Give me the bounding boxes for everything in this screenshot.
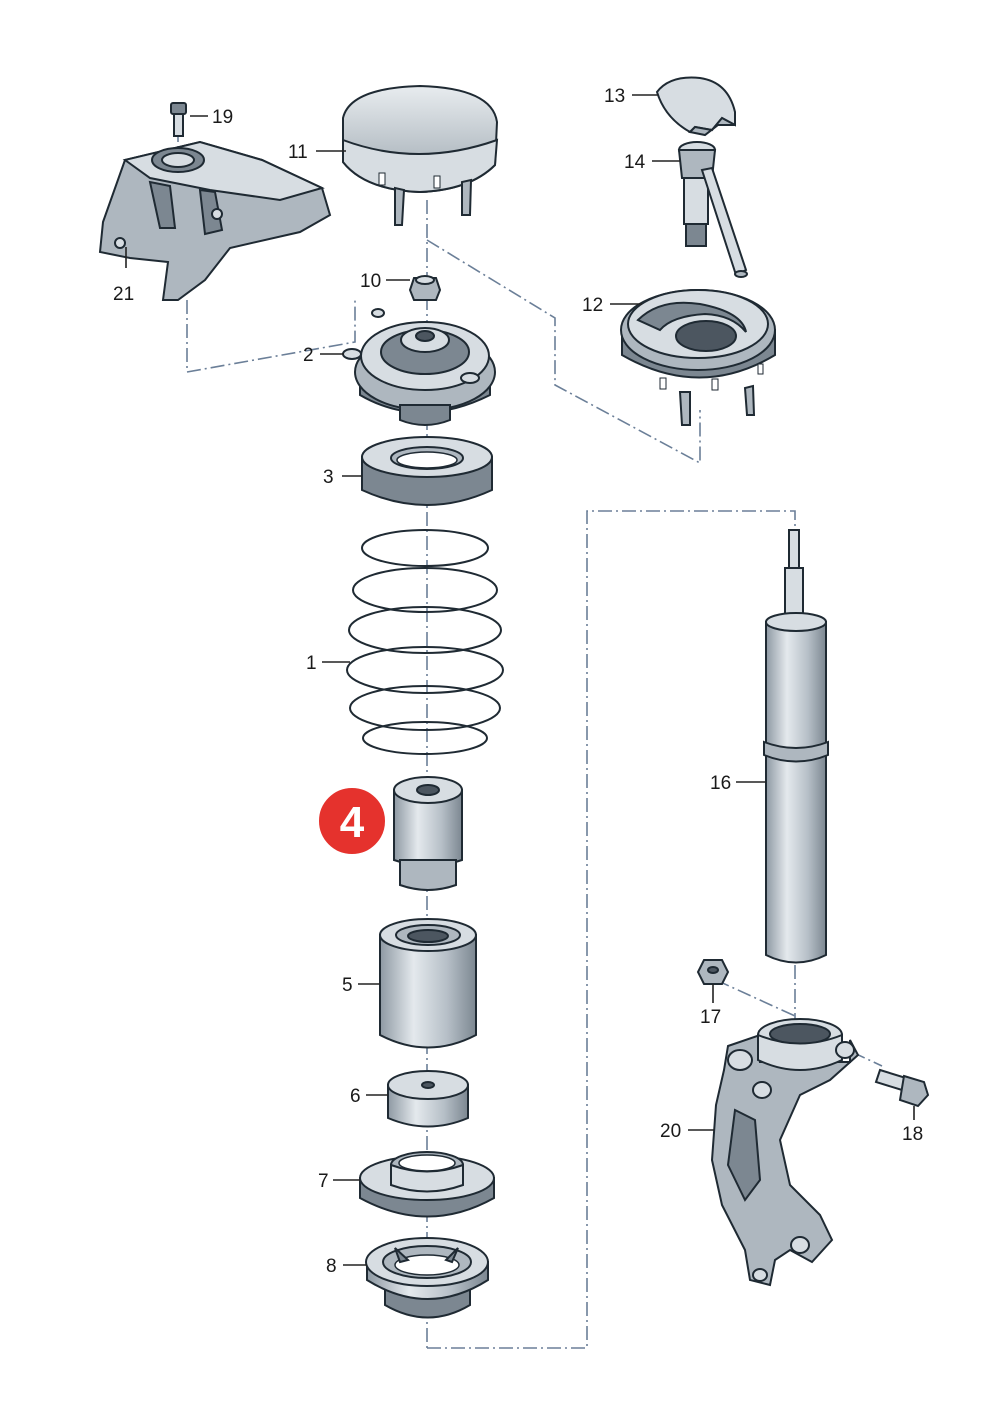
part-12-support-cap[interactable] [620,289,776,426]
label-part-21[interactable]: 21 [113,284,134,305]
part-number-labels: 19 11 21 10 2 13 14 12 3 1 16 5 17 6 18 … [113,86,923,1277]
part-20-wheel-bearing-housing[interactable] [710,1018,860,1287]
label-part-5[interactable]: 5 [342,975,353,996]
label-part-20[interactable]: 20 [660,1121,681,1142]
label-part-8[interactable]: 8 [326,1256,337,1277]
part-1-coil-spring[interactable] [346,529,504,755]
label-part-17[interactable]: 17 [700,1007,721,1028]
part-8-lower-spring-seat[interactable] [365,1237,489,1319]
part-19-bolt[interactable] [170,102,187,137]
label-part-6[interactable]: 6 [350,1086,361,1107]
label-part-13[interactable]: 13 [604,86,625,107]
part-7-spring-seat[interactable] [359,1151,495,1218]
label-part-11[interactable]: 11 [288,142,308,163]
label-part-12[interactable]: 12 [582,295,603,316]
highlight-badge-part-4[interactable]: 4 [317,786,387,856]
part-16-shock-absorber[interactable] [763,529,829,964]
label-part-10[interactable]: 10 [360,271,381,292]
label-part-3[interactable]: 3 [323,467,334,488]
part-10-nut[interactable] [408,275,442,301]
part-6-buffer-pad[interactable] [387,1070,469,1128]
part-2-strut-mount[interactable] [342,308,496,426]
label-part-7[interactable]: 7 [318,1171,329,1192]
highlight-badge-number: 4 [340,798,365,847]
part-5-protective-sleeve[interactable] [379,918,477,1049]
label-part-2[interactable]: 2 [303,345,314,366]
label-part-1[interactable]: 1 [306,653,317,674]
part-14-coupling-rod[interactable] [677,141,748,278]
part-4-bump-stop[interactable] [393,776,463,891]
leader-lines [125,94,915,1266]
part-18-bolt[interactable] [874,1068,930,1108]
highlight-badge-circle [317,786,387,856]
part-21-strut-mount-bracket[interactable] [98,140,332,301]
label-part-19[interactable]: 19 [212,107,233,128]
label-part-14[interactable]: 14 [624,152,646,173]
label-part-16[interactable]: 16 [710,773,731,794]
part-11-protective-cap[interactable] [342,84,499,226]
part-13-cap[interactable] [655,76,736,137]
assembly-axis-lines [177,128,883,1349]
label-part-18[interactable]: 18 [902,1124,923,1145]
part-17-nut[interactable] [696,959,730,985]
part-3-spring-pad[interactable] [361,436,493,506]
